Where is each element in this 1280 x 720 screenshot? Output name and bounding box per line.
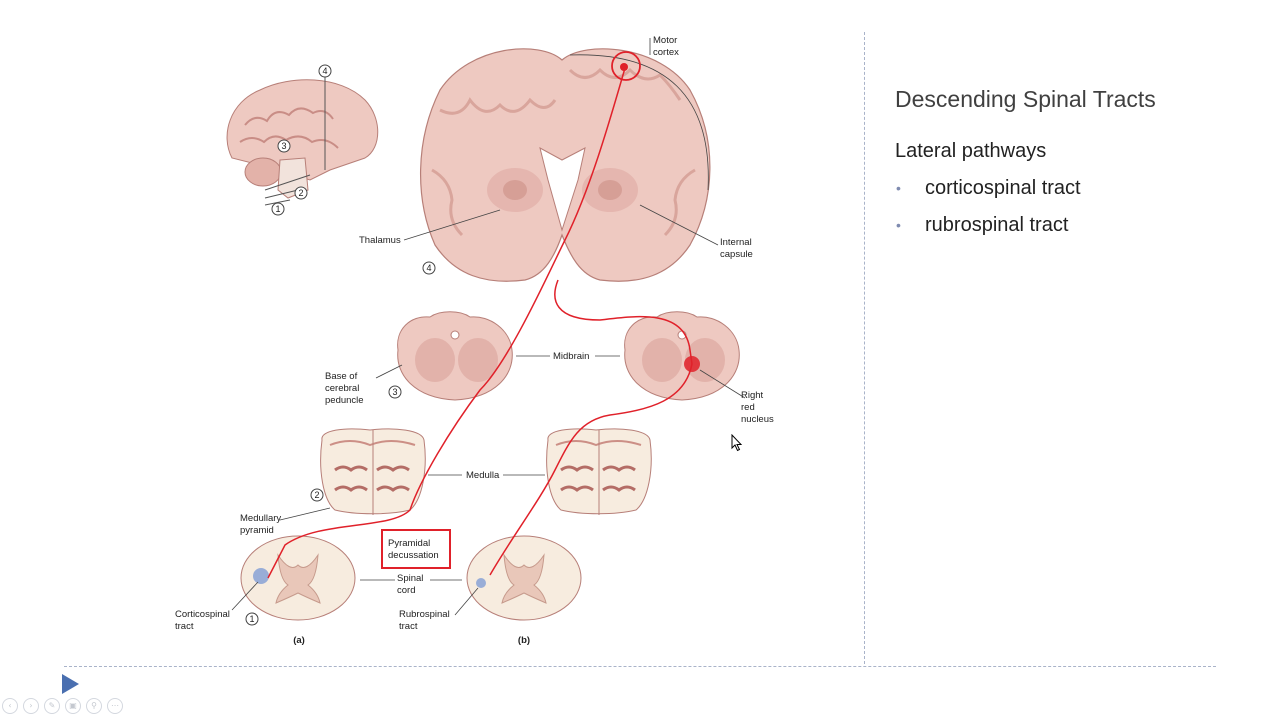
label-pyramidal-decussation-2: decussation [388,550,439,561]
label-corticospinal-2: tract [175,621,194,632]
midbrain-left [397,311,513,401]
play-icon[interactable] [62,674,79,694]
label-spinal-cord-1: Spinal [397,573,423,584]
zoom-icon[interactable]: ⚲ [86,698,102,714]
label-medullary-pyramid-1: Medullary [240,513,281,524]
tract-paths [267,67,693,579]
label-thalamus: Thalamus [359,235,401,246]
label-red-nucleus-1: Right [741,390,764,401]
label-red-nucleus-2: red [741,402,755,413]
label-corticospinal-1: Corticospinal [175,609,230,620]
pen-icon[interactable]: ✎ [44,698,60,714]
more-icon[interactable]: ⋯ [107,698,123,714]
label-internal-capsule-1: Internal [720,237,752,248]
label-medullary-pyramid-2: pyramid [240,525,274,536]
section-number-1-small: 1 [275,204,280,214]
label-internal-capsule-2: capsule [720,249,753,260]
spinal-cord-right [466,535,582,621]
section-number-3: 3 [392,387,397,397]
section-number-1: 1 [249,614,254,624]
label-panel-b: (b) [518,635,530,646]
section-number-2: 2 [314,490,319,500]
section-number-4: 4 [426,263,431,273]
coronal-brain-section: 4 [403,38,719,282]
label-pyramidal-decussation-1: Pyramidal [388,538,430,549]
bullet-dot-icon: • [896,180,901,196]
horizontal-divider [64,666,1216,667]
label-rubrospinal-1: Rubrospinal [399,609,450,620]
sagittal-brain-diagram: 4 3 2 1 [226,64,379,216]
medulla-right [546,428,652,515]
motor-pathways-figure: 4 3 2 1 4 [170,30,790,655]
label-motor-cortex-2: cortex [653,47,679,58]
next-icon[interactable]: › [23,698,39,714]
spinal-cord-left [240,535,356,621]
bullet-text: rubrospinal tract [925,214,1069,236]
label-peduncle-1: Base of [325,371,358,382]
label-midbrain: Midbrain [553,351,589,362]
label-peduncle-2: cerebral [325,383,359,394]
slide-title: Descending Spinal Tracts [895,86,1156,112]
midbrain-right [624,311,740,401]
bullet-dot-icon: • [896,217,901,233]
label-red-nucleus-3: nucleus [741,414,774,425]
label-panel-a: (a) [293,635,305,646]
label-rubrospinal-2: tract [399,621,418,632]
label-spinal-cord-2: cord [397,585,415,596]
section-number-3-small: 3 [281,141,286,151]
prev-icon[interactable]: ‹ [2,698,18,714]
section-number-2-small: 2 [298,188,303,198]
bullet-list: • corticospinal tract • rubrospinal tract [895,176,1081,250]
label-peduncle-3: peduncle [325,395,364,406]
bullet-item: • corticospinal tract [895,176,1081,213]
bullet-text: corticospinal tract [925,177,1081,199]
section-number-4-top: 4 [322,66,327,76]
vertical-divider [864,32,865,664]
slide-subheading: Lateral pathways [895,140,1047,162]
label-motor-cortex-1: Motor [653,35,677,46]
player-controls: ‹ › ✎ ▣ ⚲ ⋯ [2,698,123,714]
bullet-item: • rubrospinal tract [895,213,1081,250]
slides-icon[interactable]: ▣ [65,698,81,714]
medulla-left [320,428,426,515]
label-medulla: Medulla [466,470,500,481]
mouse-cursor-icon [731,434,743,452]
